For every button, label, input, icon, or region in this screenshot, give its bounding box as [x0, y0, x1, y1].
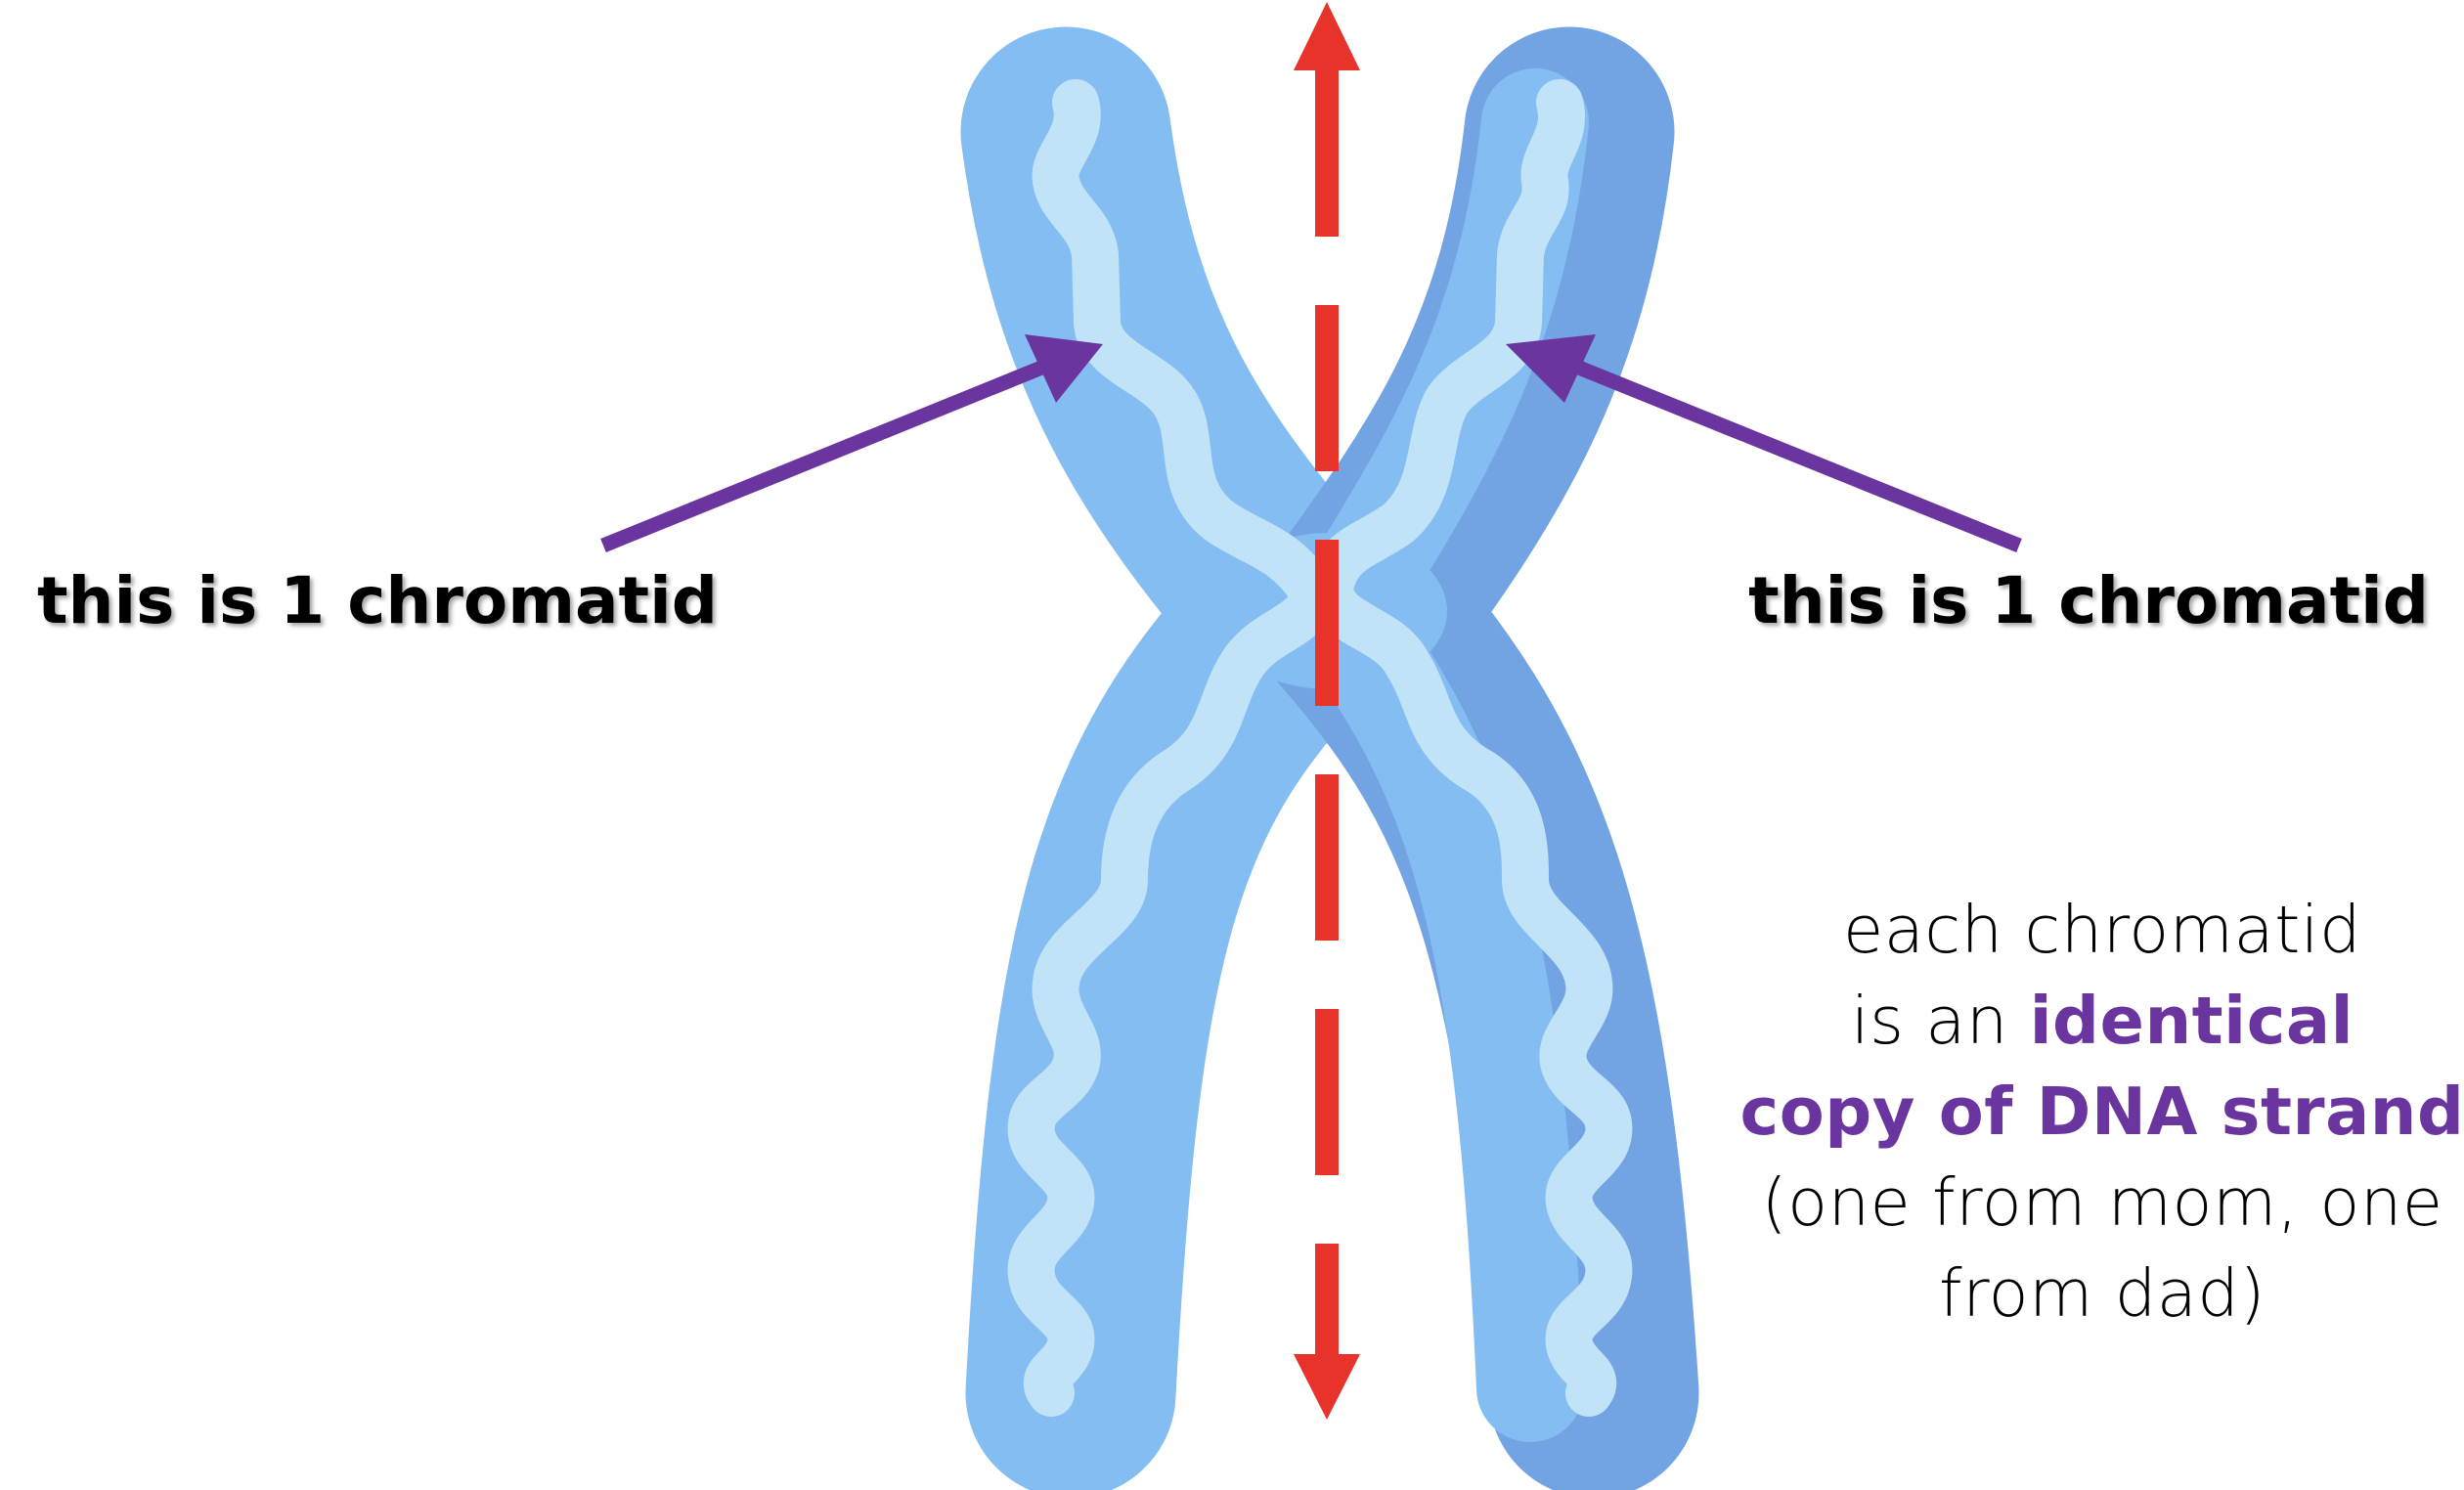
right-chromatid-label: this is 1 chromatid — [1748, 563, 2429, 638]
left-pointer-arrowhead — [1025, 334, 1103, 403]
explanation-highlight-identical: identical — [2029, 983, 2354, 1059]
pointer-arrows — [600, 334, 2022, 552]
split-axis-arrowhead-up — [1294, 2, 1360, 70]
left-pointer-line — [600, 355, 1059, 552]
right-pointer-line — [1562, 355, 2022, 552]
explanation-line-1: each chromatid — [1843, 892, 2361, 968]
split-axis-arrowhead-down — [1294, 1354, 1360, 1420]
right-pointer-arrowhead — [1506, 334, 1596, 403]
explanation-line-2: is an identical — [1701, 976, 2464, 1067]
explanation-highlight-copy: copy of DNA strand — [1739, 1074, 2464, 1150]
explanation-line-4: (one from mom, one — [1761, 1164, 2443, 1241]
left-chromatid-label: this is 1 chromatid — [37, 563, 718, 638]
chromosome — [960, 26, 1699, 1490]
explanation-line-5: from dad) — [1939, 1255, 2266, 1332]
split-axis-arrow — [1294, 2, 1360, 1420]
explanation-line-2-prefix: is an — [1850, 983, 2030, 1059]
chromatid-explanation: each chromatid is an identical copy of D… — [1701, 885, 2464, 1339]
left-dna-strand — [1007, 79, 1336, 1417]
right-dna-strand — [1306, 79, 1633, 1417]
